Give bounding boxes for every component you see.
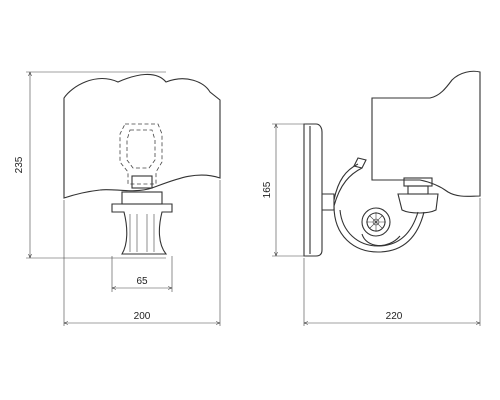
dim-front-base-width-label: 65 <box>136 276 148 287</box>
front-view: 235 65 200 <box>14 71 221 326</box>
dim-side-depth: 220 <box>304 311 480 323</box>
dim-front-height-label: 235 <box>14 156 25 173</box>
dim-side-depth-label: 220 <box>386 311 403 322</box>
dim-front-height: 235 <box>14 72 30 258</box>
dim-front-width: 200 <box>64 311 220 323</box>
dim-side-height-label: 165 <box>262 181 273 198</box>
front-shade <box>63 73 221 199</box>
side-shade <box>371 70 481 197</box>
dim-front-width-label: 200 <box>134 311 151 322</box>
side-socket <box>397 177 439 214</box>
side-arm <box>322 157 367 211</box>
side-view: 165 220 <box>262 70 481 326</box>
side-scroll <box>333 205 425 253</box>
front-base <box>111 203 173 255</box>
dim-front-base-width: 65 <box>112 276 172 288</box>
side-wall-plate <box>303 123 323 257</box>
front-bulb-hidden <box>119 123 163 185</box>
dim-side-height: 165 <box>262 124 276 256</box>
